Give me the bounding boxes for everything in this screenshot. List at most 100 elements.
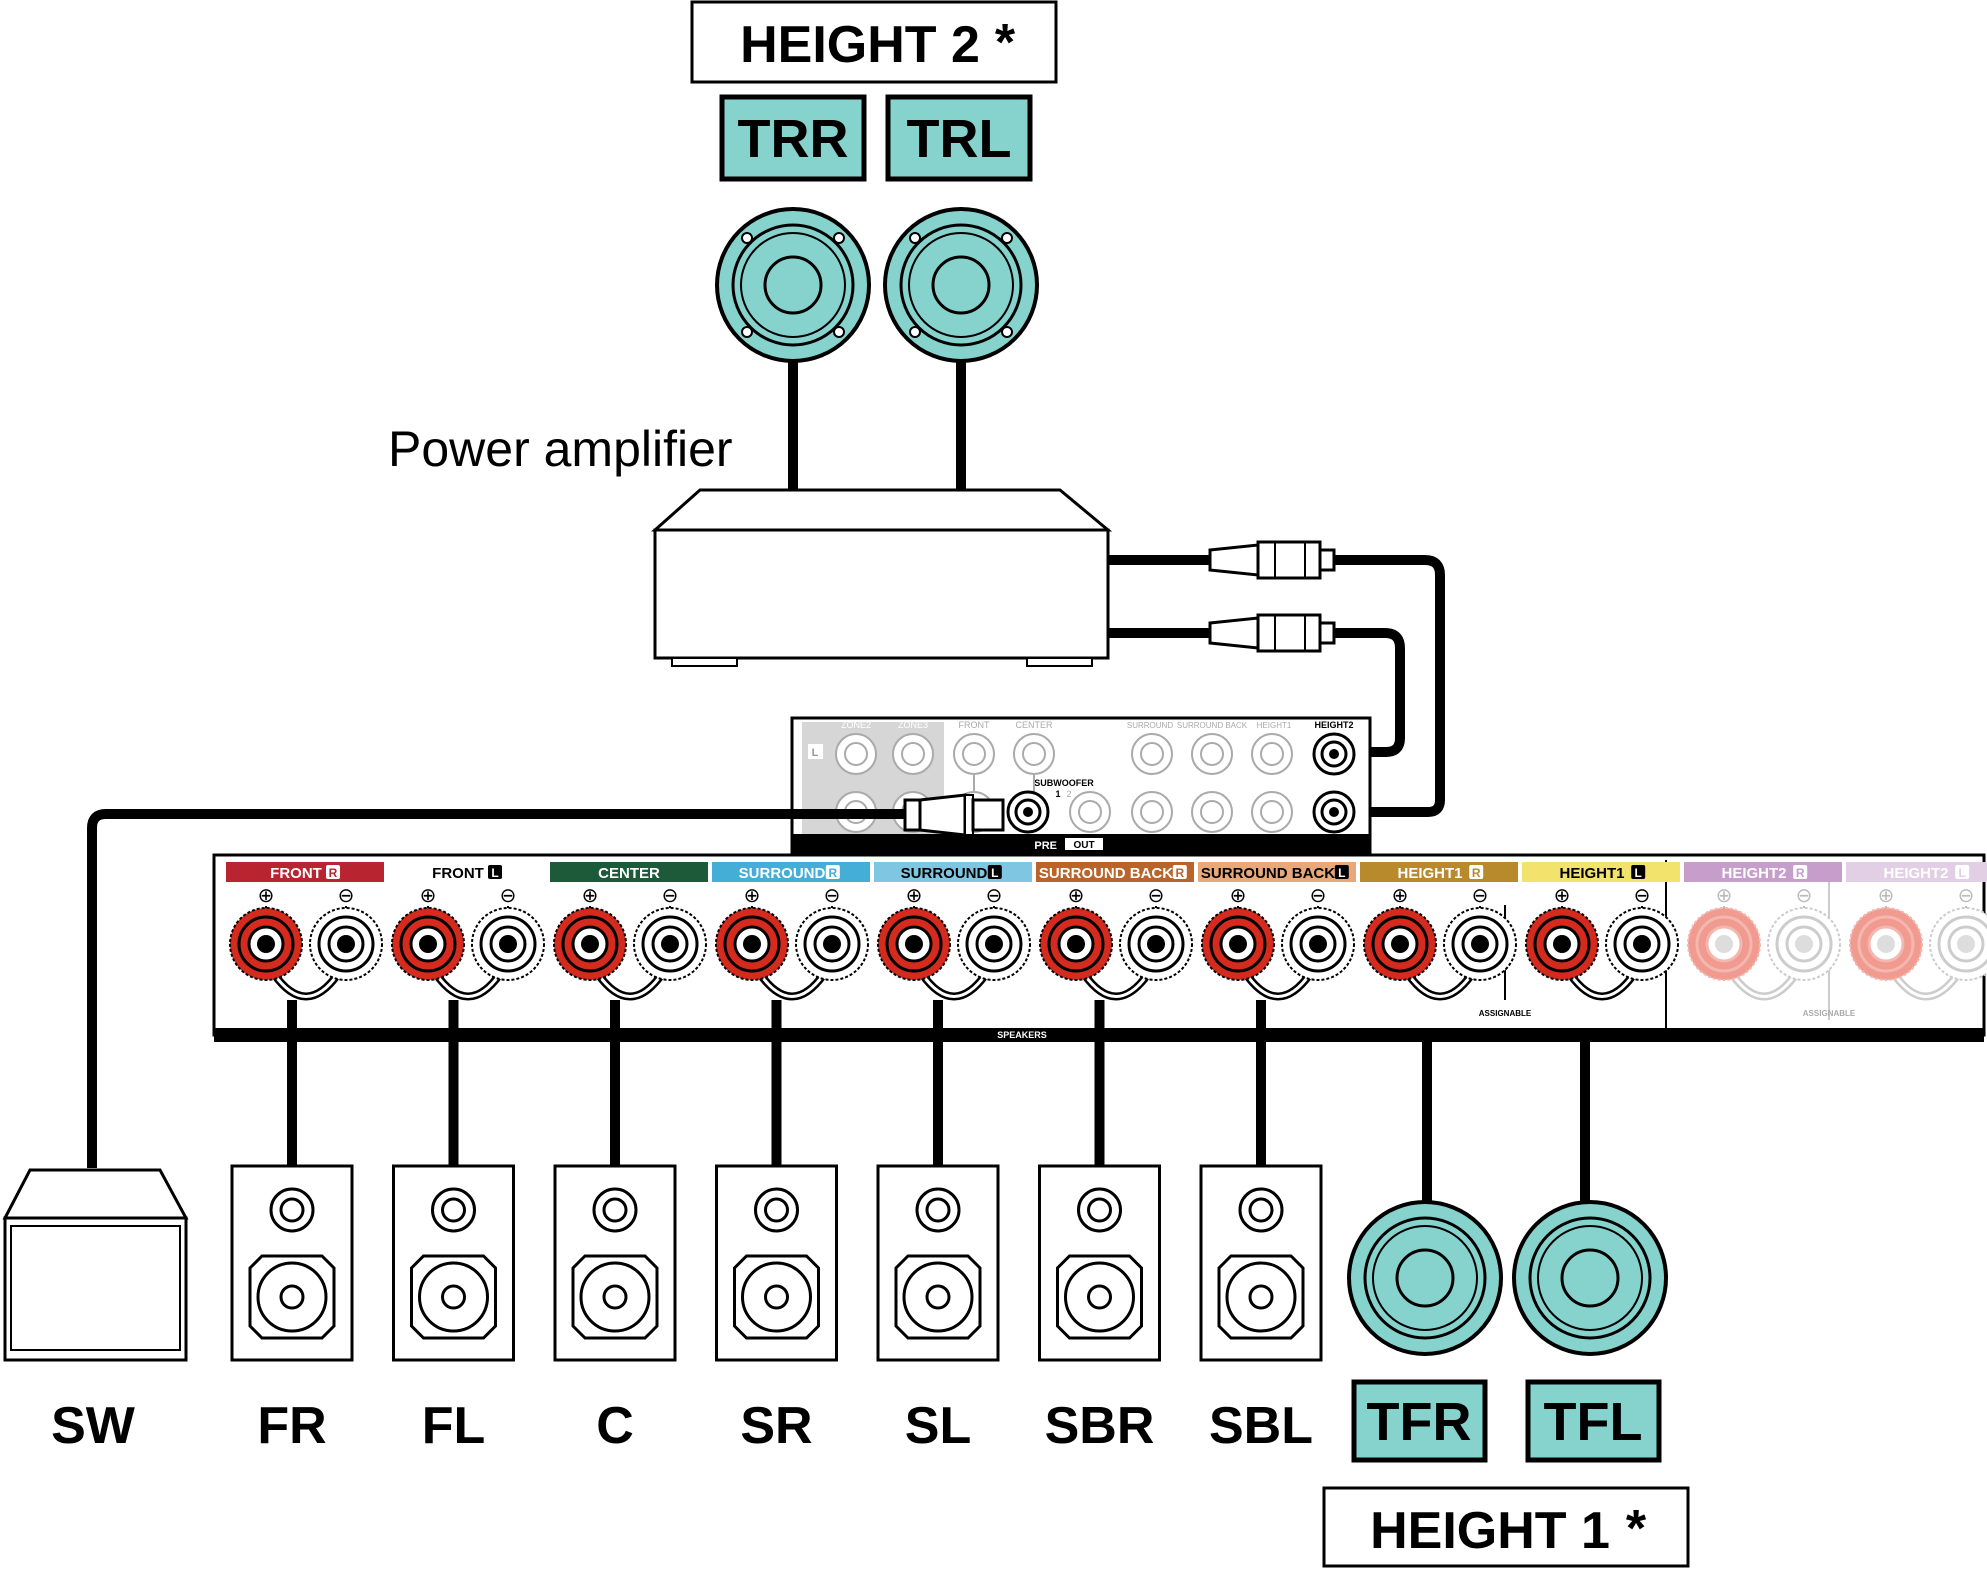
preout-sub-num-1: 1	[1055, 789, 1060, 799]
channel-side-label: L	[491, 866, 498, 880]
minus-sign: ⊖	[1310, 885, 1327, 907]
plus-sign: ⊕	[1878, 885, 1895, 907]
minus-terminal	[633, 907, 707, 981]
preout-label-height1: HEIGHT1	[1257, 721, 1292, 730]
channel-header-label: SURROUND BACK	[1039, 865, 1173, 882]
floor-speaker: FL	[392, 1000, 515, 1455]
plus-sign: ⊕	[1068, 885, 1085, 907]
tfl-tag	[1525, 1379, 1662, 1463]
height2-asterisk: *	[995, 14, 1016, 72]
tfl-label: TFL	[1544, 1392, 1643, 1452]
plus-terminal	[1363, 907, 1437, 981]
plus-sign: ⊕	[906, 885, 923, 907]
floor-speaker: SBR	[1038, 1000, 1161, 1455]
trl-label: TRL	[907, 109, 1012, 169]
speaker-label: C	[596, 1397, 634, 1455]
channel-side-badge	[987, 865, 1002, 879]
channel-block: HEIGHT1 L ⊕ ⊖	[1522, 862, 1680, 1001]
channel-side-label: L	[1635, 866, 1642, 880]
channel-header-label: HEIGHT1	[1559, 865, 1624, 882]
plus-terminal	[1849, 907, 1923, 981]
plus-sign: ⊕	[1716, 885, 1733, 907]
minus-terminal	[795, 907, 869, 981]
plus-sign: ⊕	[1230, 885, 1247, 907]
minus-terminal	[1605, 907, 1679, 981]
channel-header-label: SURROUND BACK	[1201, 865, 1335, 882]
channel-side-badge	[1172, 865, 1187, 879]
plus-terminal	[1201, 907, 1275, 981]
subwoofer-cable	[87, 793, 1005, 1168]
height2-group: HEIGHT 2 * TRR TRL	[690, 0, 1058, 490]
minus-sign: ⊖	[1796, 885, 1813, 907]
preout-label-zone2: ZONE2	[841, 720, 871, 730]
plus-sign: ⊕	[1554, 885, 1571, 907]
channel-header-label: HEIGHT2	[1883, 865, 1948, 882]
out-label: OUT	[1073, 840, 1094, 851]
channel-block: HEIGHT1 R ⊕ ⊖	[1360, 862, 1518, 1001]
plus-sign: ⊕	[258, 885, 275, 907]
channel-side-label: R	[329, 866, 338, 880]
channel-header-label: FRONT	[432, 865, 484, 882]
minus-sign: ⊖	[662, 885, 679, 907]
preout-panel: PRE OUT L ZONE2 ZONE3 FRONT CENTER SURRO…	[790, 716, 1372, 854]
channel-header-label: SURROUND	[739, 865, 826, 882]
assignable-label-2: ASSIGNABLE	[1803, 1009, 1856, 1018]
minus-terminal	[957, 907, 1031, 981]
channel-side-label: R	[1472, 866, 1481, 880]
channel-header-label: CENTER	[598, 865, 660, 882]
preout-label-surround-back: SURROUND BACK	[1177, 721, 1248, 730]
plus-terminal	[1525, 907, 1599, 981]
preout-l-badge	[808, 744, 823, 759]
speaker-label: SBL	[1209, 1397, 1313, 1455]
tfr-speaker-icon	[1347, 1200, 1503, 1356]
channel-side-label: R	[1796, 866, 1805, 880]
minus-sign: ⊖	[500, 885, 517, 907]
plus-terminal	[877, 907, 951, 981]
channel-side-badge	[1793, 865, 1808, 879]
speaker-label: SBR	[1045, 1397, 1155, 1455]
tfl-speaker-icon	[1512, 1200, 1668, 1356]
height2-label: HEIGHT 2	[740, 16, 980, 74]
channel-header-label: SURROUND	[901, 865, 988, 882]
channel-header-label: HEIGHT1	[1397, 865, 1462, 882]
minus-terminal	[1119, 907, 1193, 981]
plus-sign: ⊕	[1392, 885, 1409, 907]
preout-label-height2: HEIGHT2	[1314, 720, 1353, 730]
floor-speaker: SL	[876, 1000, 1000, 1455]
channel-side-label: L	[991, 866, 998, 880]
minus-sign: ⊖	[824, 885, 841, 907]
pre-label: PRE	[1034, 840, 1057, 852]
channel-side-badge	[326, 865, 340, 879]
channel-side-badge	[1955, 865, 1970, 879]
channel-side-badge	[488, 865, 502, 879]
preout-sub-num-2: 2	[1066, 789, 1071, 799]
preout-subwoofer-label: SUBWOOFER	[1034, 778, 1094, 788]
minus-sign: ⊖	[986, 885, 1003, 907]
assignable-label-1: ASSIGNABLE	[1479, 1009, 1532, 1018]
channel-side-badge	[1469, 865, 1484, 879]
minus-sign: ⊖	[1472, 885, 1489, 907]
minus-terminal	[1443, 907, 1517, 981]
channel-side-label: L	[1959, 866, 1966, 880]
preout-label-zone3: ZONE3	[898, 720, 928, 730]
plus-terminal	[1687, 907, 1761, 981]
channel-side-label: L	[1338, 866, 1345, 880]
minus-sign: ⊖	[1634, 885, 1651, 907]
preout-height2-jacks	[1312, 732, 1356, 834]
channel-side-badge	[1334, 865, 1349, 879]
subwoofer-icon	[2, 1168, 189, 1362]
plus-terminal	[553, 907, 627, 981]
speaker-label: SR	[740, 1397, 812, 1455]
height1-group: TFR TFL HEIGHT 1 *	[1322, 1035, 1690, 1568]
